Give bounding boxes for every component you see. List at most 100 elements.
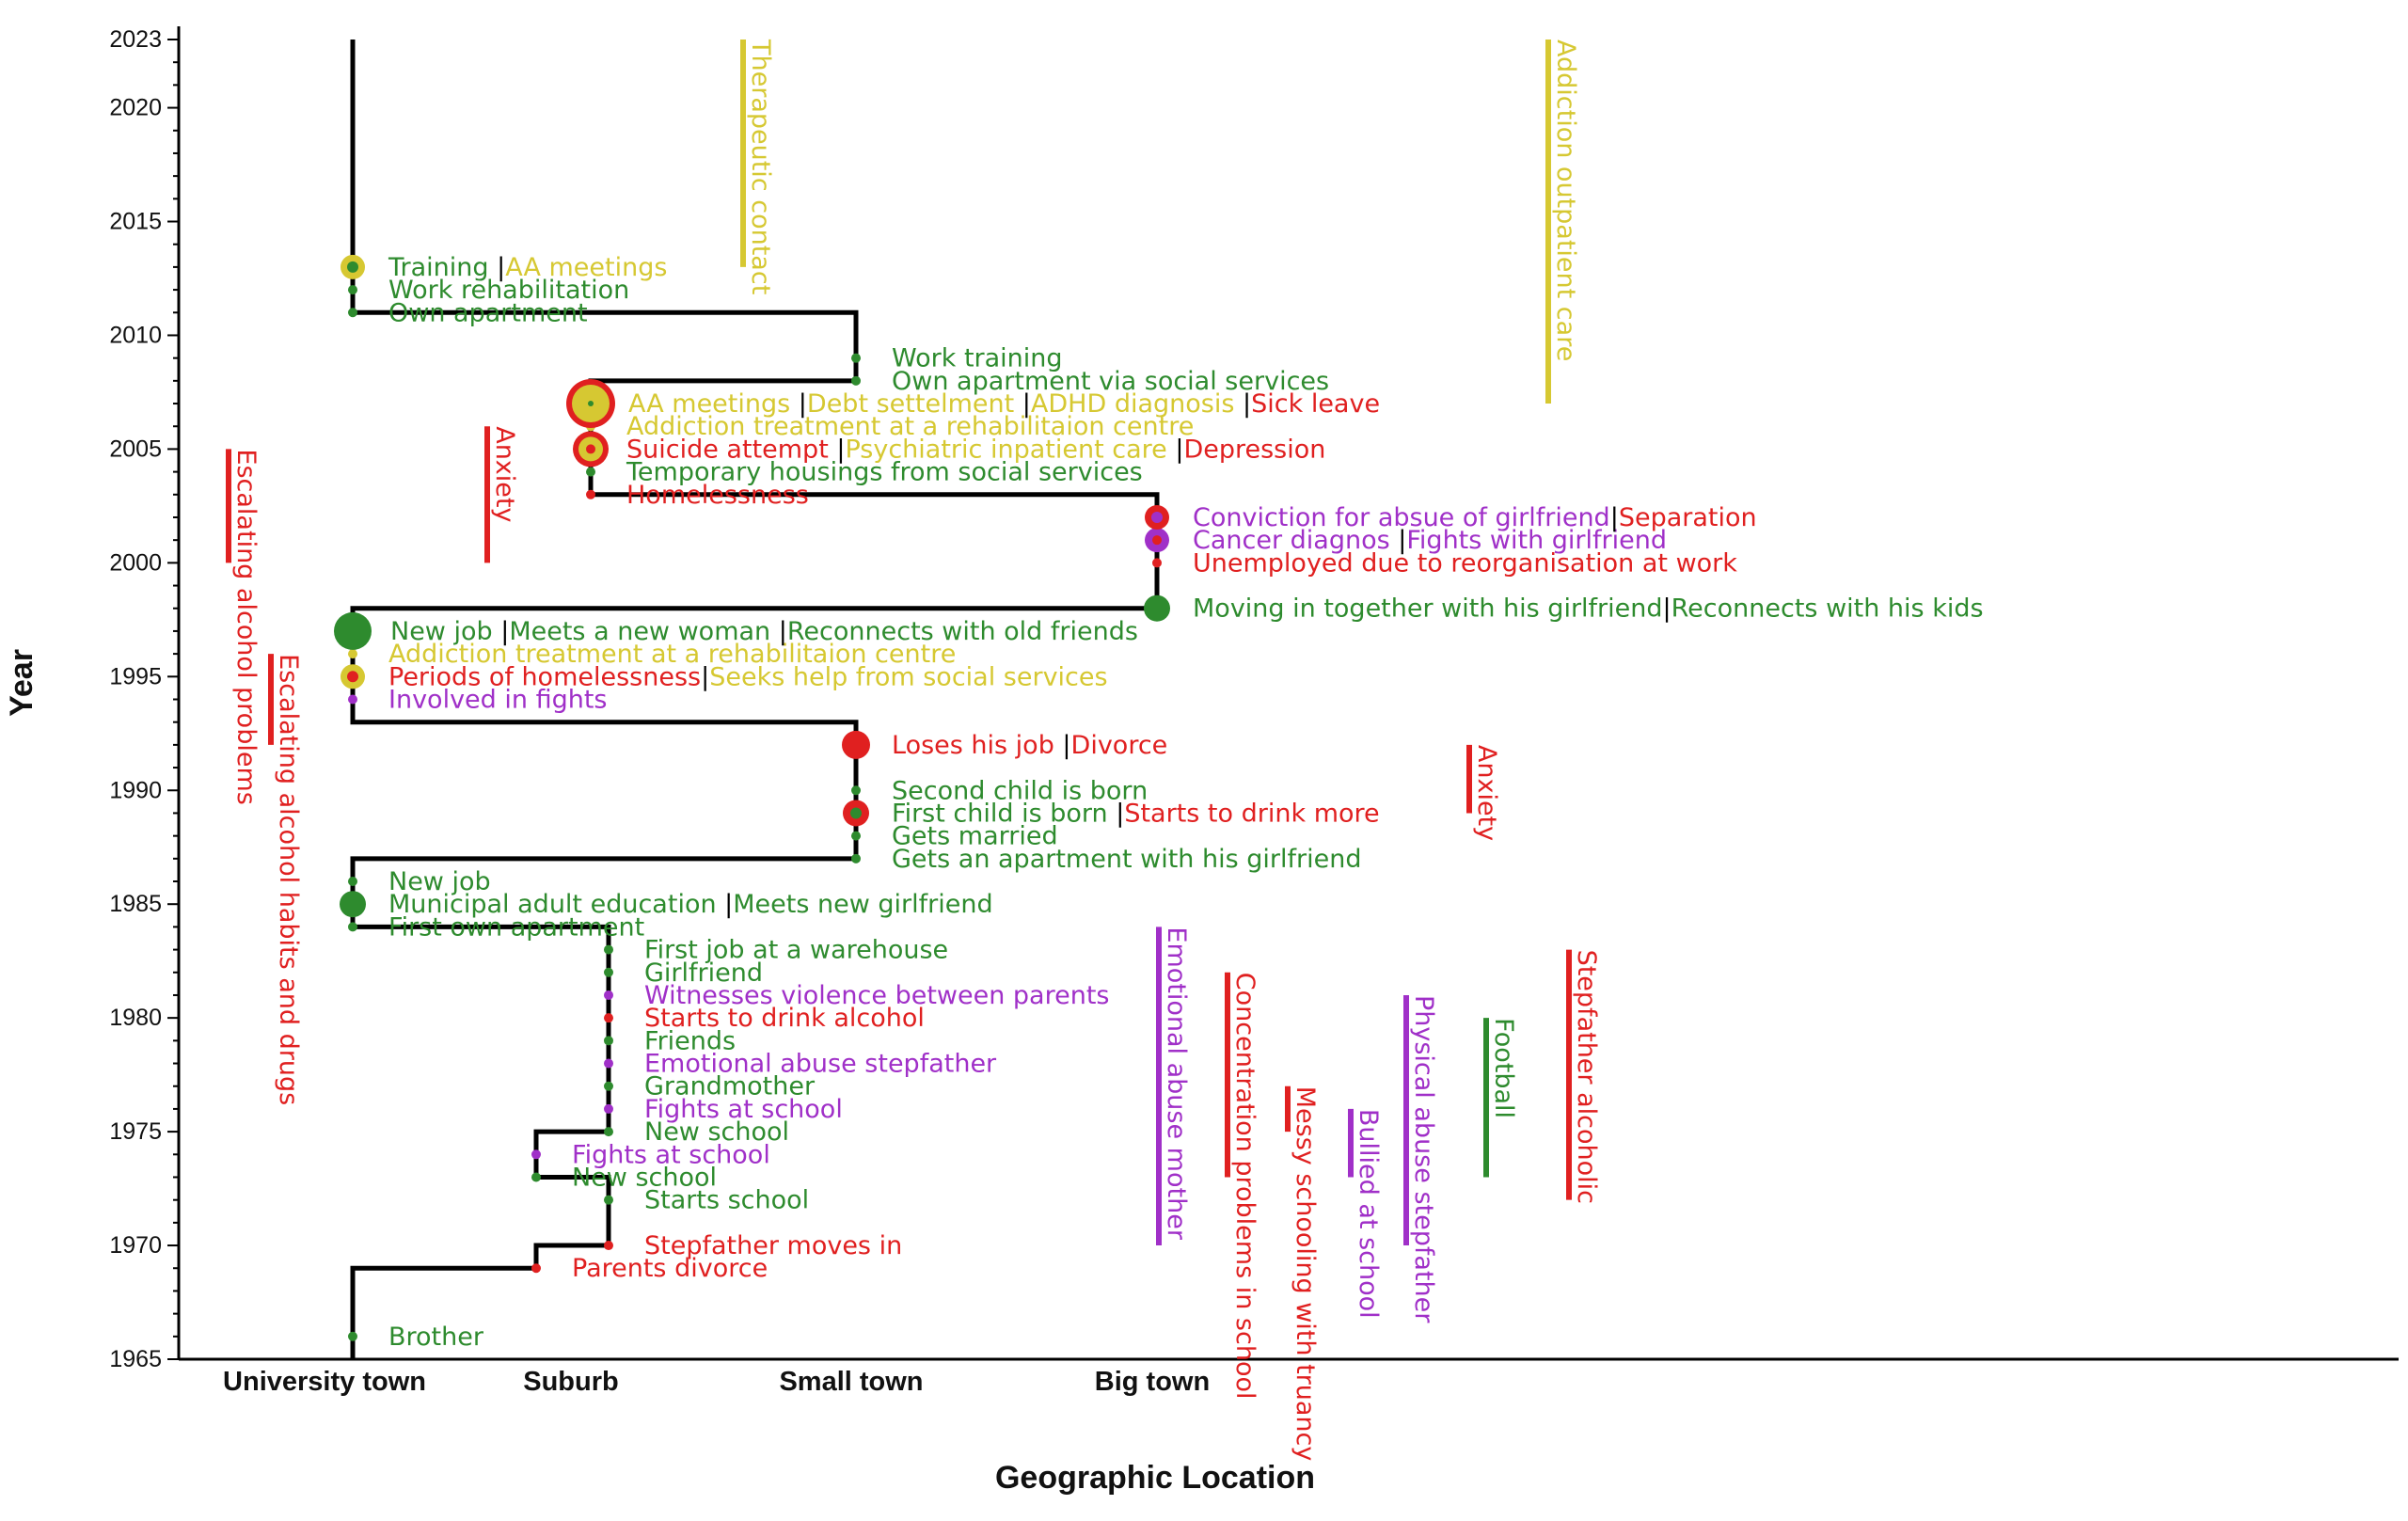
event-label: Suicide attempt |Psychiatric inpatient c… bbox=[626, 435, 1325, 464]
event-marker bbox=[604, 1058, 613, 1069]
event-label-part: First job at a warehouse bbox=[644, 936, 948, 965]
event-label-part: Debt settelment bbox=[807, 389, 1014, 419]
x-location-label: University town bbox=[223, 1367, 426, 1397]
span-bar-label: Escalating alcohol problems bbox=[231, 449, 261, 804]
event-marker bbox=[348, 285, 357, 295]
event-label-part: Starts school bbox=[644, 1186, 809, 1215]
event-label-part: Conviction for absue of girlfriend bbox=[1193, 503, 1610, 532]
event-label-part: | bbox=[829, 435, 846, 464]
event-label: New job |Meets a new woman |Reconnects w… bbox=[390, 617, 1138, 646]
event-label: New job bbox=[388, 867, 491, 896]
event-label-part: Parents divorce bbox=[572, 1254, 768, 1283]
event-marker bbox=[604, 944, 613, 955]
event-marker bbox=[604, 967, 613, 977]
event-label-part: | bbox=[770, 617, 787, 646]
event-label: Loses his job |Divorce bbox=[892, 731, 1167, 760]
life-path-line bbox=[350, 40, 1160, 1359]
event-label-part: New job bbox=[390, 617, 493, 646]
event-marker bbox=[531, 1263, 541, 1274]
span-bar-label: Anxiety bbox=[1472, 745, 1501, 841]
event-label-part: New school bbox=[644, 1117, 789, 1147]
event-label-part: | bbox=[790, 389, 807, 419]
event-label-part: Work training bbox=[892, 344, 1063, 373]
span-bar-label: Bullied at school bbox=[1354, 1109, 1383, 1319]
event-label: Gets married bbox=[892, 822, 1058, 851]
span-bar-label: Messy schooling with truancy bbox=[1291, 1086, 1320, 1462]
y-tick-label: 1975 bbox=[109, 1118, 162, 1145]
event-marker bbox=[604, 1127, 613, 1137]
event-marker bbox=[604, 1195, 613, 1205]
event-label-part: Work rehabilitation bbox=[388, 276, 629, 305]
event-label-part: Fights with girlfriend bbox=[1406, 526, 1667, 555]
event-label: First own apartment bbox=[388, 912, 644, 942]
event-label-part: Suicide attempt bbox=[626, 435, 829, 464]
event-label-part: AA meetings bbox=[505, 253, 667, 282]
event-label: Moving in together with his girlfriend|R… bbox=[1193, 594, 1984, 624]
event-marker-large bbox=[340, 891, 366, 918]
event-label: AA meetings |Debt settelment |ADHD diagn… bbox=[628, 389, 1380, 419]
y-tick-label: 1965 bbox=[109, 1346, 162, 1372]
event-marker bbox=[604, 1103, 613, 1114]
event-label: New school bbox=[644, 1117, 789, 1147]
event-label: Conviction for absue of girlfriend|Separ… bbox=[1193, 503, 1757, 532]
event-marker-core bbox=[1152, 535, 1162, 546]
event-label-part: Meets a new woman bbox=[509, 617, 770, 646]
event-label-part: Municipal adult education bbox=[388, 890, 717, 919]
y-tick-label: 2000 bbox=[109, 549, 162, 576]
event-label: Stepfather moves in bbox=[644, 1231, 902, 1260]
event-label-part: Own apartment via social services bbox=[892, 367, 1329, 396]
event-label: Work training bbox=[892, 344, 1063, 373]
event-marker bbox=[348, 1331, 357, 1341]
event-label: Second child is born bbox=[892, 776, 1148, 805]
event-label-part: Fights at school bbox=[572, 1140, 770, 1169]
y-tick-label: 2005 bbox=[109, 436, 162, 462]
event-marker bbox=[851, 831, 861, 841]
event-marker bbox=[604, 1081, 613, 1091]
event-label: Grandmother bbox=[644, 1072, 816, 1101]
event-marker bbox=[586, 467, 595, 477]
event-marker bbox=[531, 1149, 541, 1160]
event-marker bbox=[348, 877, 357, 887]
span-bar-label: Concentration problems in school bbox=[1230, 973, 1259, 1400]
event-marker bbox=[531, 1172, 541, 1182]
span-bar-label: Stepfather alcoholic bbox=[1572, 950, 1601, 1204]
event-label-part: Fights at school bbox=[644, 1095, 843, 1124]
event-marker bbox=[348, 922, 357, 932]
event-marker-core bbox=[586, 444, 595, 454]
event-label: Starts to drink alcohol bbox=[644, 1004, 925, 1033]
event-label-part: Loses his job bbox=[892, 731, 1054, 760]
y-tick-label: 1970 bbox=[109, 1232, 162, 1259]
event-marker bbox=[604, 1241, 613, 1251]
event-label-part: Involved in fights bbox=[388, 686, 608, 715]
event-label: Training |AA meetings bbox=[388, 253, 667, 282]
event-marker bbox=[348, 694, 357, 705]
y-tick-label: 1985 bbox=[109, 891, 162, 917]
life-path-group bbox=[350, 40, 1160, 1359]
event-label-part: Gets an apartment with his girlfriend bbox=[892, 845, 1361, 874]
y-tick-label: 2015 bbox=[109, 209, 162, 235]
event-label-part: | bbox=[1610, 503, 1619, 532]
y-tick-label: 1990 bbox=[109, 777, 162, 803]
event-marker-core bbox=[347, 261, 358, 273]
event-label-part: | bbox=[717, 890, 734, 919]
event-marker-core bbox=[588, 401, 594, 407]
y-tick-label: 1995 bbox=[109, 663, 162, 689]
event-label: Parents divorce bbox=[572, 1254, 768, 1283]
event-label: Own apartment via social services bbox=[892, 367, 1329, 396]
event-label-part: Depression bbox=[1183, 435, 1325, 464]
event-label: Homelessness bbox=[626, 481, 809, 510]
event-label: Unemployed due to reorganisation at work bbox=[1193, 548, 1737, 578]
event-label-part: Reconnects with old friends bbox=[787, 617, 1138, 646]
event-label-part: Own apartment bbox=[388, 298, 588, 327]
event-label-part: Friends bbox=[644, 1026, 736, 1055]
event-label-part: Psychiatric inpatient care bbox=[845, 435, 1166, 464]
event-label: Witnesses violence between parents bbox=[644, 981, 1109, 1010]
event-label-part: | bbox=[701, 662, 709, 691]
x-axis-title: Geographic Location bbox=[995, 1460, 1315, 1496]
event-label: Starts school bbox=[644, 1186, 809, 1215]
event-marker-core bbox=[347, 671, 358, 683]
event-marker-core bbox=[850, 807, 862, 819]
y-tick-label: 2023 bbox=[109, 26, 162, 53]
